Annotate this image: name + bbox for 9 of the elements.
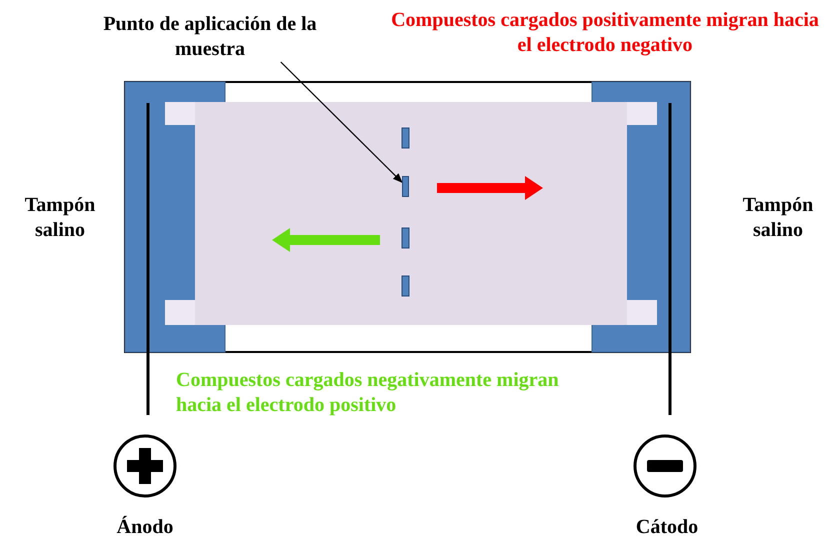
electrode-label: Cátodo: [634, 515, 700, 540]
annotation-text: Compuestos cargados positivamente migran hacia el electrodo negativo: [390, 8, 820, 58]
buffer-label: Tampón salino: [24, 193, 96, 243]
sample-spot: [402, 176, 409, 197]
leader-line: [280, 62, 403, 183]
buffer-label: Tampón salino: [742, 193, 814, 243]
annotation-text: Compuestos cargados negativamente migran hacia el electrodo positivo: [176, 368, 560, 418]
callout-text: Punto de aplicación de la muestra: [92, 12, 328, 62]
electrode-label: Ánodo: [116, 515, 174, 540]
